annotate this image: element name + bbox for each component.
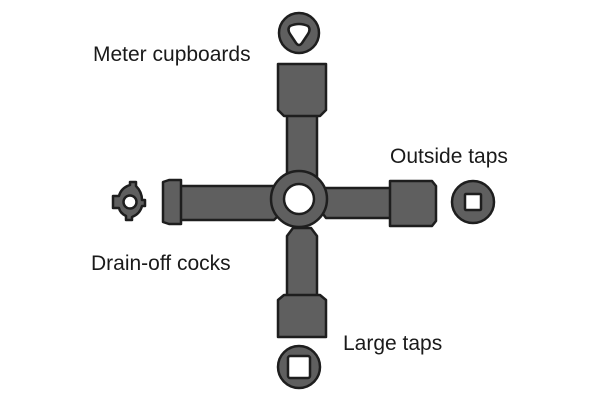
central-hub	[269, 169, 329, 229]
arm-large-taps	[276, 226, 328, 339]
triangle-socket-icon	[277, 11, 321, 55]
arm-outside-taps	[318, 179, 438, 228]
large-square-socket-icon	[276, 344, 322, 390]
pin-socket-icon	[111, 180, 147, 222]
label-large-taps: Large taps	[343, 332, 443, 355]
label-meter-cupboards: Meter cupboards	[93, 43, 251, 66]
small-square-socket-icon	[450, 179, 496, 225]
arm-drain-off-cocks	[161, 178, 284, 226]
label-drain-off-cocks: Drain-off cocks	[91, 252, 231, 275]
arm-meter-cupboards	[276, 62, 328, 188]
label-outside-taps: Outside taps	[390, 145, 508, 168]
